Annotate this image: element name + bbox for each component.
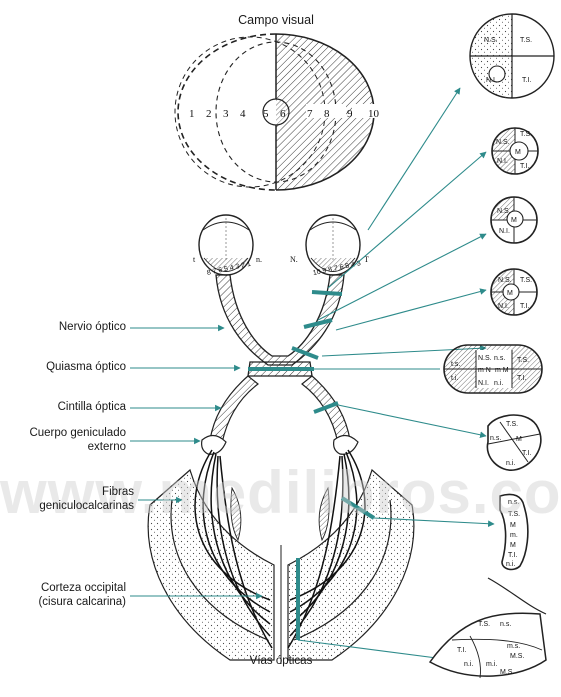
svg-text:T.S.: T.S. (506, 421, 518, 428)
svg-text:N.I.: N.I. (498, 303, 509, 310)
optic-pathway (202, 275, 358, 454)
svg-text:n.i.: n.i. (494, 380, 503, 387)
svg-text:t.s.: t.s. (451, 361, 460, 368)
label-corteza-occipital-2: (cisura calcarina) (0, 596, 126, 609)
svg-text:M: M (510, 542, 516, 549)
svg-text:T.S.: T.S. (520, 131, 532, 138)
svg-text:N.S.: N.S. (497, 208, 511, 215)
svg-text:T.I.: T.I. (520, 163, 529, 170)
defect-panel-3: N.S. M N.I. (491, 197, 537, 243)
defect-panel-4: N.S. M N.I. T.S. T.I. (491, 269, 537, 315)
label-quiasma-optico: Quiasma óptico (0, 361, 126, 374)
svg-text:6: 6 (280, 108, 286, 120)
svg-text:3: 3 (223, 108, 229, 120)
label-fibras: Fibras (0, 486, 134, 499)
svg-text:N.S.: N.S. (496, 139, 510, 146)
svg-text:n.s.: n.s. (494, 355, 505, 362)
eye-right-nasal: N. (290, 255, 298, 264)
svg-text:2: 2 (206, 108, 212, 120)
field-numbers: 1 2 3 4 5 6 7 8 9 10 (189, 108, 380, 120)
label-fibras-2: geniculocalcarinas (0, 500, 134, 513)
svg-text:T.I.: T.I. (520, 303, 529, 310)
svg-text:M.S.: M.S. (510, 653, 524, 660)
left-lgn (202, 435, 226, 454)
defect-panel-1: N.S. T.S. N.I. T.I. (470, 14, 554, 98)
svg-text:T.I.: T.I. (517, 375, 526, 382)
left-tract (210, 376, 258, 443)
label-cuerpo-geniculado: Cuerpo geniculado (0, 427, 126, 440)
svg-text:m N: m N (478, 367, 491, 374)
svg-text:m M: m M (495, 367, 509, 374)
eye-left: t n. 8 7 6 5 4 3 2 1 (193, 215, 262, 277)
svg-text:N.S.: N.S. (498, 277, 512, 284)
svg-text:m.s.: m.s. (507, 643, 520, 650)
svg-text:4: 4 (240, 108, 246, 120)
svg-text:5: 5 (263, 108, 269, 120)
svg-text:N.S.: N.S. (484, 37, 498, 44)
svg-text:M: M (507, 290, 513, 297)
svg-text:9: 9 (347, 108, 353, 120)
svg-text:n.s.: n.s. (500, 621, 511, 628)
svg-text:M.S.: M.S. (500, 669, 514, 676)
label-vias-opticas: Vías ópticas (226, 655, 336, 668)
svg-text:N.I.: N.I. (499, 228, 510, 235)
label-cuerpo-geniculado-2: externo (0, 441, 126, 454)
svg-text:10: 10 (368, 108, 380, 120)
svg-text:T.I.: T.I. (522, 450, 531, 457)
svg-text:T.I.: T.I. (522, 77, 531, 84)
svg-text:M: M (515, 149, 521, 156)
svg-text:8: 8 (324, 108, 330, 120)
svg-text:N.S.: N.S. (478, 355, 492, 362)
svg-text:m.: m. (510, 532, 518, 539)
right-lgn (334, 435, 358, 454)
diagram-title: Campo visual (220, 14, 332, 27)
eye-left-nasal: n. (256, 255, 262, 264)
svg-text:t.i.: t.i. (451, 375, 458, 382)
svg-text:T.S.: T.S. (478, 621, 490, 628)
svg-text:m.i.: m.i. (486, 661, 497, 668)
defect-panel-2: N.S. T.S. M N.I. T.I. (492, 128, 538, 174)
defect-panel-chiasm: t.s. t.i. N.S. m N N.I. m M n.s. n.i. T.… (444, 345, 542, 393)
svg-text:N.I.: N.I. (478, 380, 489, 387)
eye-right: N. T 10 9 8 7 6 5 4 3 (290, 215, 369, 277)
svg-text:T.I.: T.I. (508, 552, 517, 559)
label-nervio-optico: Nervio óptico (0, 321, 126, 334)
svg-text:n.s.: n.s. (490, 435, 501, 442)
svg-text:M: M (516, 436, 522, 443)
svg-text:T.S.: T.S. (520, 37, 532, 44)
svg-text:N.I.: N.I. (486, 77, 497, 84)
svg-text:T.I.: T.I. (457, 647, 466, 654)
label-cintilla-optica: Cintilla óptica (0, 401, 126, 414)
eye-left-temporal: t (193, 255, 196, 264)
svg-text:n.i.: n.i. (464, 661, 473, 668)
label-corteza-occipital: Corteza occipital (0, 582, 126, 595)
svg-text:7: 7 (307, 108, 313, 120)
svg-text:T.S.: T.S. (517, 357, 529, 364)
svg-text:T.S.: T.S. (520, 277, 532, 284)
svg-text:N.I.: N.I. (497, 158, 508, 165)
svg-text:n.i.: n.i. (506, 561, 515, 568)
defect-panel-cortex: T.S. n.s. T.I. m.s. n.i. m.i. M.S. M.S. (430, 578, 546, 678)
svg-text:1: 1 (189, 108, 195, 120)
svg-text:M: M (511, 217, 517, 224)
